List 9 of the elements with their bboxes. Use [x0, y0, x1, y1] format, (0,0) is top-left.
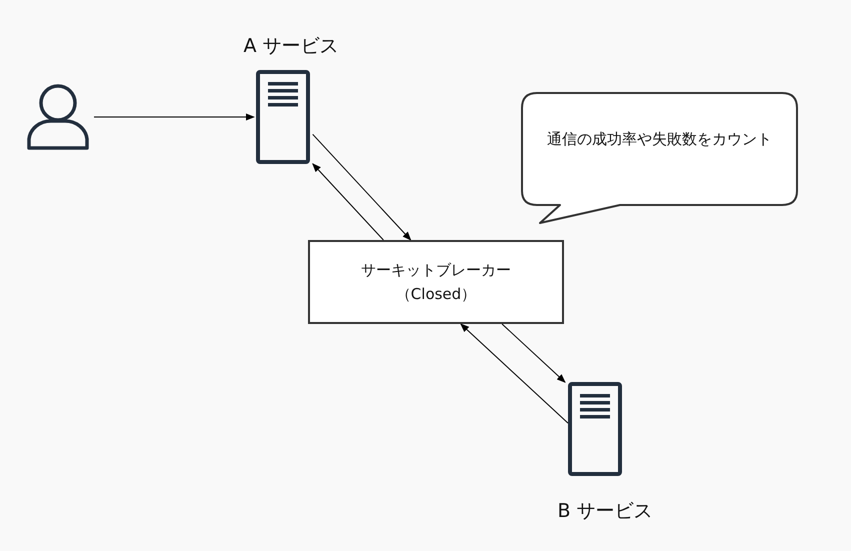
arrow: [502, 324, 566, 383]
note-text: 通信の成功率や失敗数をカウント: [546, 129, 773, 150]
process-box: サーキットブレーカー（Closed）: [308, 240, 564, 324]
arrow: [94, 113, 255, 121]
arrow: [460, 323, 568, 424]
service-label: B サービス: [556, 499, 654, 524]
arrow: [312, 134, 412, 241]
service-label: A サービス: [242, 34, 340, 59]
arrow: [312, 163, 384, 240]
